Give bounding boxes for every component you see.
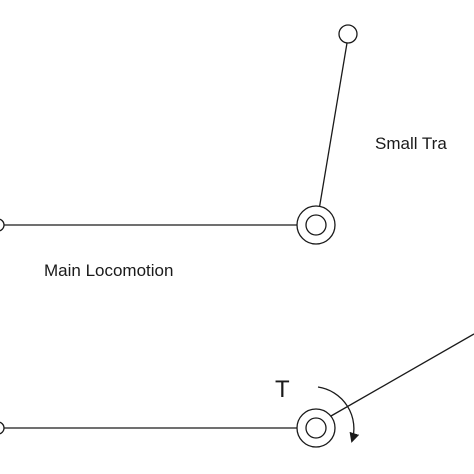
upper-main-joint-inner [305, 214, 327, 236]
torque-arrow [317, 386, 360, 443]
upper-left-joint [0, 218, 5, 232]
small-link-label: Small Tra [375, 134, 447, 153]
lower-rotated-link [330, 333, 474, 417]
lower-linkage [0, 333, 474, 448]
small-link-end-joint [338, 24, 358, 44]
upper-linkage [0, 24, 358, 245]
torque-label: T [275, 376, 290, 403]
main-locomotion-label: Main Locomotion [44, 261, 173, 280]
lower-main-joint-inner [305, 417, 327, 439]
lower-left-joint [0, 421, 5, 435]
small-link [318, 42, 348, 211]
